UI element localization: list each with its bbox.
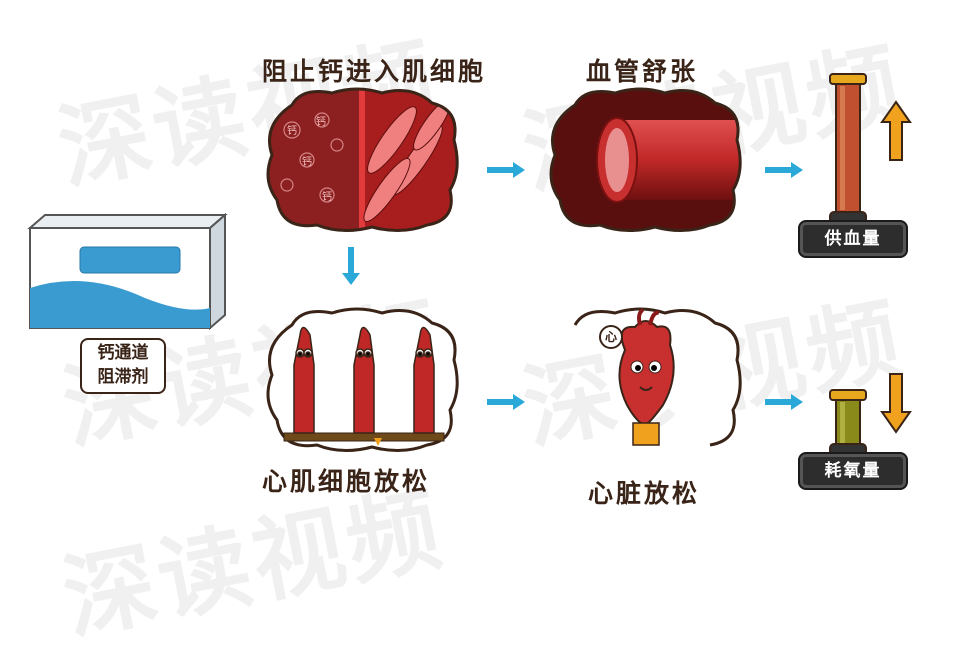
- block-calcium-title: 阻止钙进入肌细胞: [262, 57, 487, 86]
- drug-label: 钙通道 阻滞剂: [80, 338, 166, 394]
- calcium-ion-label: 钙: [302, 157, 312, 168]
- vessel-cloud: [545, 85, 745, 235]
- drug-label-line2: 阻滞剂: [97, 367, 149, 387]
- heart-character: [618, 308, 675, 446]
- muscle-cell: [293, 326, 315, 434]
- calcium-ion-label: 钙: [316, 117, 326, 128]
- vessel-title: 血管舒张: [586, 57, 699, 86]
- arrow-right-icon: [487, 394, 525, 410]
- muscle-relax-title: 心肌细胞放松: [262, 467, 431, 496]
- arrow-right-icon: [765, 394, 803, 410]
- heart-badge: 心: [604, 330, 617, 344]
- heart-relax-cloud: 心: [545, 305, 745, 460]
- heart-relax-title: 心脏放松: [588, 479, 701, 508]
- arrow-up-icon: [880, 100, 912, 161]
- drug-box: [25, 210, 230, 331]
- arrow-down-icon: [880, 373, 912, 434]
- drug-box-shape: [27, 212, 228, 331]
- oxygen-gauge-label: 耗氧量: [800, 454, 906, 488]
- arrow-down-icon: [342, 247, 360, 285]
- muscle-relax-cloud: [262, 305, 462, 455]
- block-calcium-cloud: 钙 钙 钙 钙: [262, 85, 462, 235]
- calcium-ion-label: 钙: [287, 126, 297, 137]
- arrow-right-icon: [765, 162, 803, 178]
- supply-gauge-tube: [829, 73, 867, 227]
- oxygen-gauge-tube: [829, 389, 867, 457]
- drug-label-line1: 钙通道: [97, 343, 149, 363]
- muscle-cell: [353, 326, 375, 434]
- arrow-right-icon: [487, 162, 525, 178]
- calcium-ion-label: 钙: [322, 192, 332, 203]
- muscle-cell: [413, 326, 435, 434]
- supply-gauge-label: 供血量: [800, 222, 906, 256]
